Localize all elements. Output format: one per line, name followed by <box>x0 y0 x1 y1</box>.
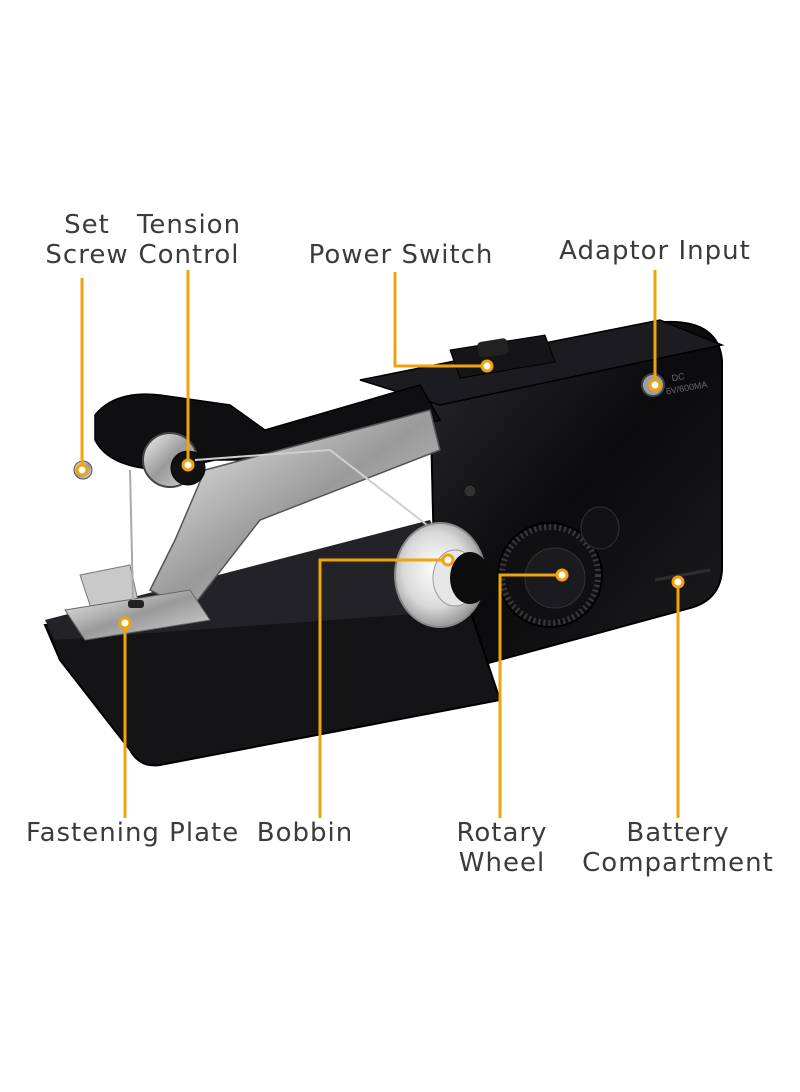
label-set-screw-line-1: Set <box>64 210 110 240</box>
bobbin-dot <box>441 553 455 567</box>
label-tension-control-line-2: Control <box>138 240 240 270</box>
label-rotary-wheel-line-1: Rotary <box>456 818 548 848</box>
label-bobbin-line-1: Bobbin <box>256 818 354 848</box>
label-adaptor-input-line-1: Adaptor Input <box>559 236 751 266</box>
label-bobbin: Bobbin <box>250 818 360 848</box>
body-screw <box>463 484 477 498</box>
label-power-switch-line-1: Power Switch <box>308 240 494 270</box>
rotary-wheel-dot <box>555 568 569 582</box>
plate-slot <box>128 600 144 608</box>
label-power-switch: Power Switch <box>306 240 496 270</box>
side-button <box>580 506 620 550</box>
label-rotary-wheel-line-2: Wheel <box>458 848 546 878</box>
fastening-plate-part <box>64 589 211 641</box>
label-fastening-plate-line-1: Fastening Plate <box>26 818 240 848</box>
callout-dots <box>75 359 685 630</box>
label-rotary-wheel: Rotary Wheel <box>450 818 554 878</box>
battery-compartment-dot <box>671 575 685 589</box>
rotary-wheel-leader <box>498 573 562 818</box>
label-set-screw: Set Screw <box>43 210 131 270</box>
bobbin-cap <box>450 552 490 604</box>
label-fastening-plate: Fastening Plate <box>26 818 240 848</box>
sewing-machine-body <box>43 319 725 767</box>
base-housing <box>43 608 502 767</box>
needle <box>129 469 134 601</box>
label-battery-compartment-line-2: Compartment <box>582 848 774 878</box>
set-screw-dot <box>75 463 89 477</box>
battery-cover-edge <box>654 568 711 582</box>
label-set-screw-line-2: Screw <box>45 240 129 270</box>
adaptor-input-dot <box>648 378 662 392</box>
bobbin-leader <box>318 558 448 818</box>
tension-control-dot <box>181 458 195 472</box>
metal-lever <box>148 409 441 611</box>
label-adaptor-input: Adaptor Input <box>555 236 755 266</box>
fastening-plate-dot <box>118 616 132 630</box>
label-battery-compartment-line-1: Battery <box>626 818 730 848</box>
power-switch-knob <box>477 338 509 358</box>
thread-guide <box>194 448 441 536</box>
label-tension-control-line-1: Tension <box>136 210 242 240</box>
power-switch-leader <box>393 272 487 368</box>
power-switch-dot <box>480 359 494 373</box>
rotary-wheel-hub <box>524 547 586 609</box>
label-tension-control: Tension Control <box>130 210 248 270</box>
callout-lines <box>80 270 680 818</box>
label-battery-compartment: Battery Compartment <box>580 818 776 878</box>
adaptor-marking-line-1: DC <box>671 371 686 383</box>
